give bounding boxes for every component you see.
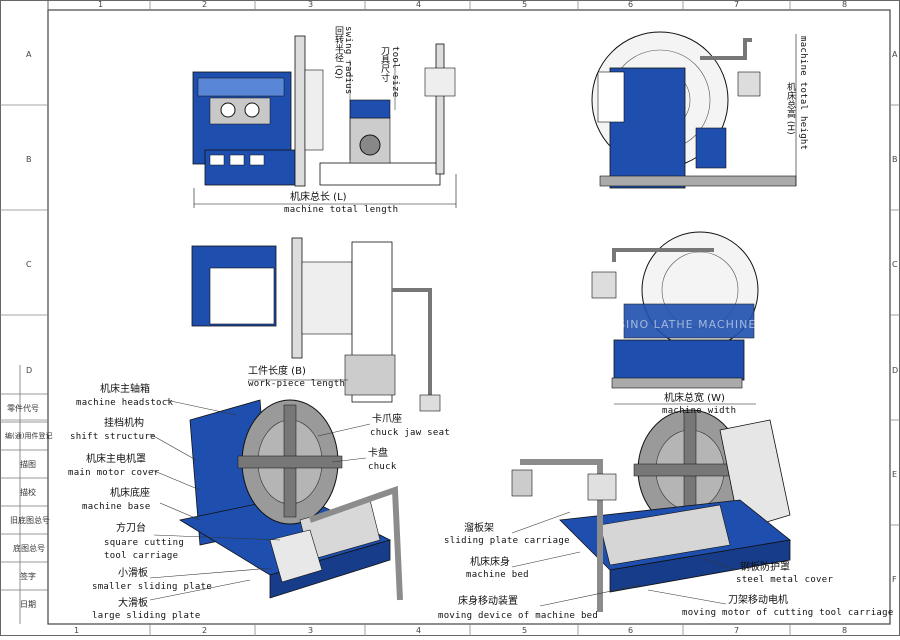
rear-view-drawing bbox=[591, 231, 759, 405]
column-tick-bottom-2: 2 bbox=[202, 626, 208, 635]
column-tick-bottom-8: 8 bbox=[842, 626, 848, 635]
callout-shift-en: shift structure bbox=[70, 432, 156, 442]
column-tick-4: 4 bbox=[416, 0, 422, 9]
column-tick-3: 3 bbox=[308, 0, 314, 9]
callout-shift-cn: 挂档机构 bbox=[104, 418, 144, 429]
row-tick-f-right: F bbox=[892, 575, 897, 584]
callout-large-plate-en: large sliding plate bbox=[92, 611, 201, 621]
callout-bed-en: machine bed bbox=[466, 570, 529, 580]
side-cell-part-code: 零件代号 bbox=[7, 404, 39, 413]
tool-size-label-cn: 刀具尺寸 bbox=[379, 46, 389, 82]
callout-bed-moving-cn: 床身移动装置 bbox=[458, 596, 518, 607]
column-tick-bottom-3: 3 bbox=[308, 626, 314, 635]
column-tick-6: 6 bbox=[628, 0, 634, 9]
side-cell-drawing-no: 底图总号 bbox=[13, 544, 45, 553]
callout-chuck-en: chuck bbox=[368, 462, 397, 472]
column-tick-8: 8 bbox=[842, 0, 848, 9]
column-tick-bottom-7: 7 bbox=[734, 626, 740, 635]
side-cell-general-register: 编(通)用件登记 bbox=[5, 432, 53, 440]
callout-jaw-seat-cn: 卡爪座 bbox=[372, 414, 402, 425]
column-tick-7: 7 bbox=[734, 0, 740, 9]
row-tick-c-left: C bbox=[26, 260, 32, 269]
column-tick-1: 1 bbox=[98, 0, 104, 9]
leader-lines-left bbox=[149, 399, 371, 601]
callout-steel-cover-cn: 钢板防护罩 bbox=[740, 562, 790, 573]
machine-total-height-cn: 机床总高 (H) bbox=[785, 82, 795, 135]
callout-plate-carriage-en: sliding plate carriage bbox=[444, 536, 570, 546]
callout-base-en: machine base bbox=[82, 502, 151, 512]
column-tick-bottom-1: 1 bbox=[74, 626, 80, 635]
machine-total-length-en: machine total length bbox=[284, 205, 399, 215]
leader-lines-right bbox=[511, 511, 737, 607]
workpiece-length-en: work-piece length bbox=[248, 379, 346, 389]
machine-width-cn: 机床总宽 (W) bbox=[664, 393, 725, 404]
row-tick-d-right: D bbox=[892, 366, 899, 375]
column-tick-bottom-6: 6 bbox=[628, 626, 634, 635]
callout-square-tool-en: square cutting tool carriage bbox=[104, 538, 185, 561]
row-tick-b-left: B bbox=[26, 155, 32, 164]
callout-small-plate-en: smaller sliding plate bbox=[92, 582, 213, 592]
top-view-drawing bbox=[191, 237, 441, 412]
side-cell-signature: 签字 bbox=[20, 572, 36, 581]
side-cell-trace-check: 描校 bbox=[20, 488, 36, 497]
machine-total-height-en: machine total height bbox=[798, 36, 808, 151]
row-tick-e-right: E bbox=[892, 470, 898, 479]
column-tick-bottom-5: 5 bbox=[522, 626, 528, 635]
callout-jaw-seat-en: chuck jaw seat bbox=[370, 428, 451, 438]
callout-bed-cn: 机床床身 bbox=[470, 557, 510, 568]
callout-tool-motor-en: moving motor of cutting tool carriage bbox=[682, 608, 894, 618]
callout-headstock-cn: 机床主轴箱 bbox=[100, 384, 150, 395]
side-cell-tracing: 描图 bbox=[20, 460, 36, 469]
column-tick-bottom-4: 4 bbox=[416, 626, 422, 635]
callout-square-tool-cn: 方刀台 bbox=[116, 523, 146, 534]
side-cell-date: 日期 bbox=[20, 600, 36, 609]
callout-motor-cover-cn: 机床主电机罩 bbox=[86, 454, 146, 465]
callout-steel-cover-en: steel metal cover bbox=[736, 575, 834, 585]
row-tick-a-right: A bbox=[892, 50, 898, 59]
swing-radius-label-en: swing radius bbox=[343, 26, 353, 95]
isometric-view-right bbox=[511, 409, 791, 612]
machine-width-en: machine width bbox=[662, 406, 737, 416]
watermark-text: SINO LATHE MACHINE bbox=[618, 318, 757, 331]
callout-bed-moving-en: moving device of machine bed bbox=[438, 611, 599, 621]
machine-total-length-cn: 机床总长 (L) bbox=[290, 192, 347, 203]
swing-radius-label-cn: 回转半径 (Q) bbox=[333, 26, 343, 79]
column-tick-5: 5 bbox=[522, 0, 528, 9]
tool-size-label-en: tool size bbox=[390, 46, 400, 98]
callout-small-plate-cn: 小滑板 bbox=[118, 568, 148, 579]
isometric-view-left bbox=[178, 399, 403, 601]
side-view-drawing bbox=[591, 31, 797, 189]
callout-chuck-cn: 卡盘 bbox=[368, 448, 388, 459]
row-tick-d-left: D bbox=[26, 366, 33, 375]
callout-motor-cover-en: main motor cover bbox=[68, 468, 160, 478]
side-cell-old-drawing-no: 旧底图总号 bbox=[10, 516, 50, 525]
callout-headstock-en: machine headstock bbox=[76, 398, 174, 408]
callout-plate-carriage-cn: 溜板架 bbox=[464, 523, 494, 534]
front-view-drawing bbox=[192, 35, 457, 208]
callout-large-plate-cn: 大滑板 bbox=[118, 598, 148, 609]
callout-tool-motor-cn: 刀架移动电机 bbox=[728, 595, 788, 606]
row-tick-b-right: B bbox=[892, 155, 898, 164]
row-tick-a-left: A bbox=[26, 50, 32, 59]
row-tick-c-right: C bbox=[892, 260, 898, 269]
callout-base-cn: 机床底座 bbox=[110, 488, 150, 499]
workpiece-length-cn: 工件长度 (B) bbox=[248, 366, 306, 377]
column-tick-2: 2 bbox=[202, 0, 208, 9]
